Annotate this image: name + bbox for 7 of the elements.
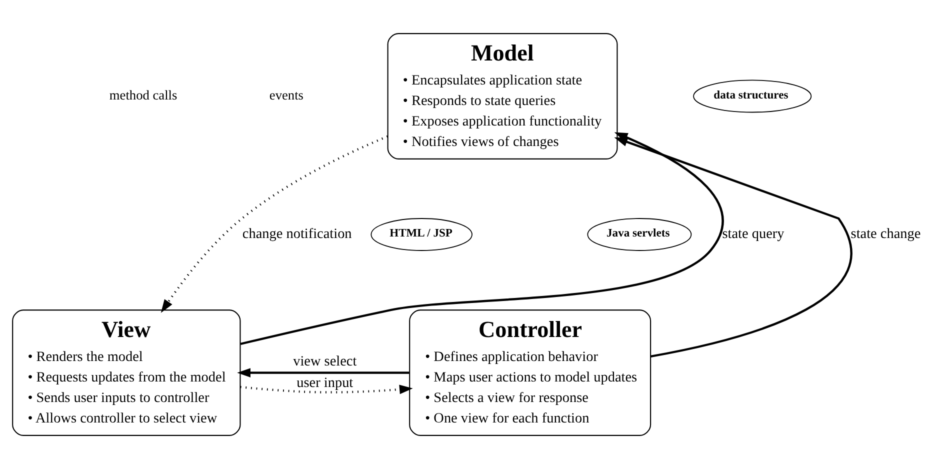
legend-label: method calls (109, 87, 178, 102)
edge-label: state change (850, 226, 921, 242)
edge-label: view select (293, 353, 357, 370)
edge-label: state query (722, 226, 784, 242)
edge-label: change notification (242, 226, 352, 242)
edge-label: user input (296, 374, 354, 391)
legend-label: events (269, 87, 304, 102)
